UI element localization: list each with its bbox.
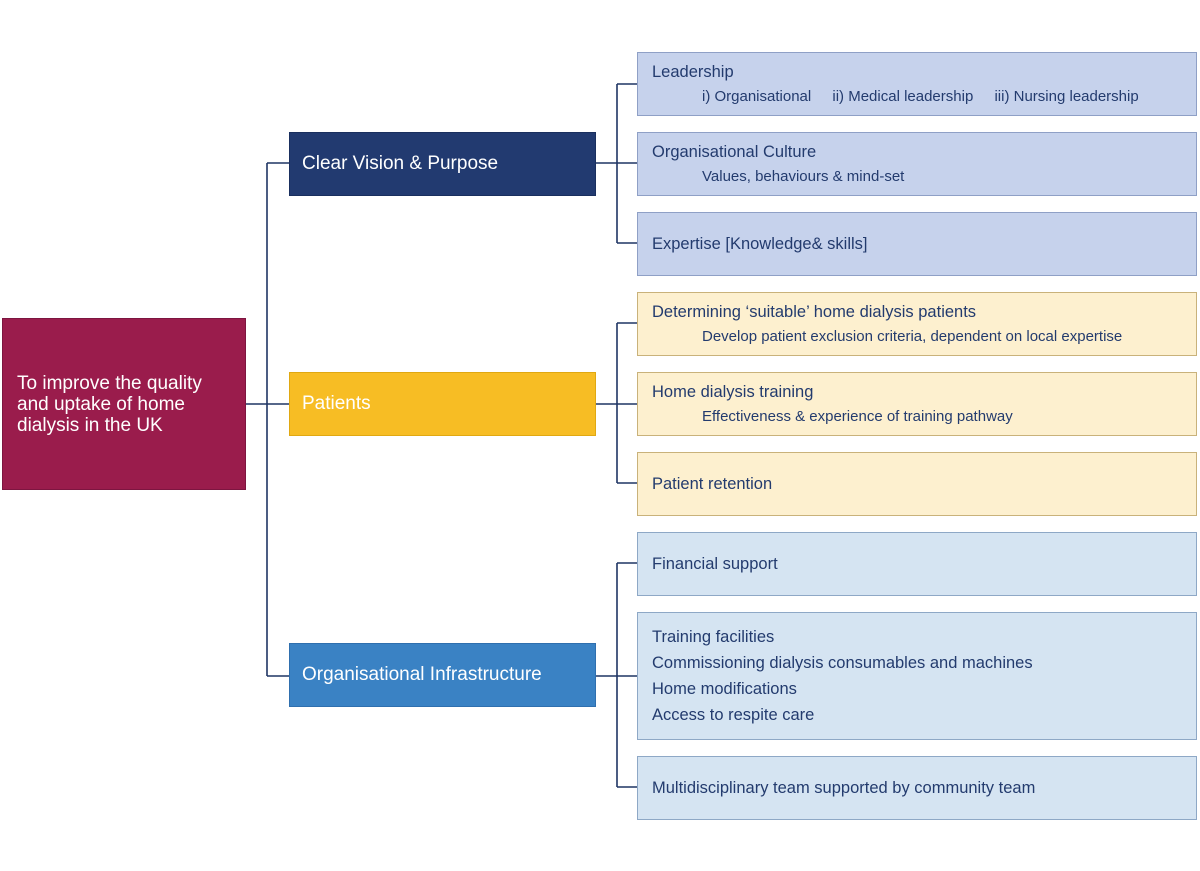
theme-organisational-infrastructure: Organisational Infrastructure — [289, 643, 596, 707]
leaf-subitems: Values, behaviours & mind-set — [652, 168, 1184, 185]
leaf-title: Financial support — [652, 554, 778, 573]
leaf-subitems: Develop patient exclusion criteria, depe… — [652, 328, 1184, 345]
leaf-home-dialysis-training: Home dialysis training Effectiveness & e… — [637, 372, 1197, 436]
goal-box: To improve the quality and uptake of hom… — [2, 318, 246, 490]
leaf-title: Organisational Culture — [652, 143, 817, 161]
leaf-subitems: Effectiveness & experience of training p… — [652, 408, 1184, 425]
leaf-title: Multidisciplinary team supported by comm… — [652, 778, 1036, 797]
goal-line-2: and uptake of home — [17, 394, 185, 415]
leaf-subitem: Effectiveness & experience of training p… — [702, 408, 1013, 425]
goal-line-1: To improve the quality — [17, 373, 202, 394]
goal-line-3: dialysis in the UK — [17, 415, 163, 436]
connector-patients-leaves — [596, 322, 637, 484]
leaf-facilities-list: Training facilities Commissioning dialys… — [637, 612, 1197, 740]
leaf-title: Home dialysis training — [652, 383, 814, 401]
leaf-financial-support: Financial support — [637, 532, 1197, 596]
leaf-title: Leadership — [652, 63, 734, 81]
theme-patients: Patients — [289, 372, 596, 436]
leaf-organisational-culture: Organisational Culture Values, behaviour… — [637, 132, 1197, 196]
leaf-subitem: i) Organisational — [702, 88, 812, 105]
leaf-subitem: iii) Nursing leadership — [994, 88, 1139, 105]
theme-clear-vision: Clear Vision & Purpose — [289, 132, 596, 196]
leaf-line: Home modifications — [652, 680, 797, 698]
leaf-multidisciplinary-team: Multidisciplinary team supported by comm… — [637, 756, 1197, 820]
connector-vision-leaves — [596, 83, 637, 244]
leaf-subitem: Develop patient exclusion criteria, depe… — [702, 328, 1123, 345]
leaf-leadership: Leadership i) Organisational ii) Medical… — [637, 52, 1197, 116]
theme-label: Patients — [302, 393, 371, 414]
leaf-suitable-patients: Determining ‘suitable’ home dialysis pat… — [637, 292, 1197, 356]
leaf-line: Commissioning dialysis consumables and m… — [652, 654, 1033, 672]
theme-label: Clear Vision & Purpose — [302, 153, 499, 174]
leaf-title: Determining ‘suitable’ home dialysis pat… — [652, 303, 977, 321]
leaf-expertise: Expertise [Knowledge& skills] — [637, 212, 1197, 276]
connector-infra-leaves — [596, 562, 637, 788]
leaf-subitem: Values, behaviours & mind-set — [702, 168, 905, 185]
leaf-line: Training facilities — [652, 628, 775, 646]
leaf-title: Patient retention — [652, 474, 773, 493]
leaf-patient-retention: Patient retention — [637, 452, 1197, 516]
connector-root-spine — [246, 162, 289, 677]
leaf-subitem: ii) Medical leadership — [832, 88, 974, 105]
leaf-title: Expertise [Knowledge& skills] — [652, 234, 868, 253]
leaf-line: Access to respite care — [652, 706, 815, 724]
leaf-subitems: i) Organisational ii) Medical leadership… — [652, 88, 1184, 105]
theme-label: Organisational Infrastructure — [302, 664, 542, 685]
